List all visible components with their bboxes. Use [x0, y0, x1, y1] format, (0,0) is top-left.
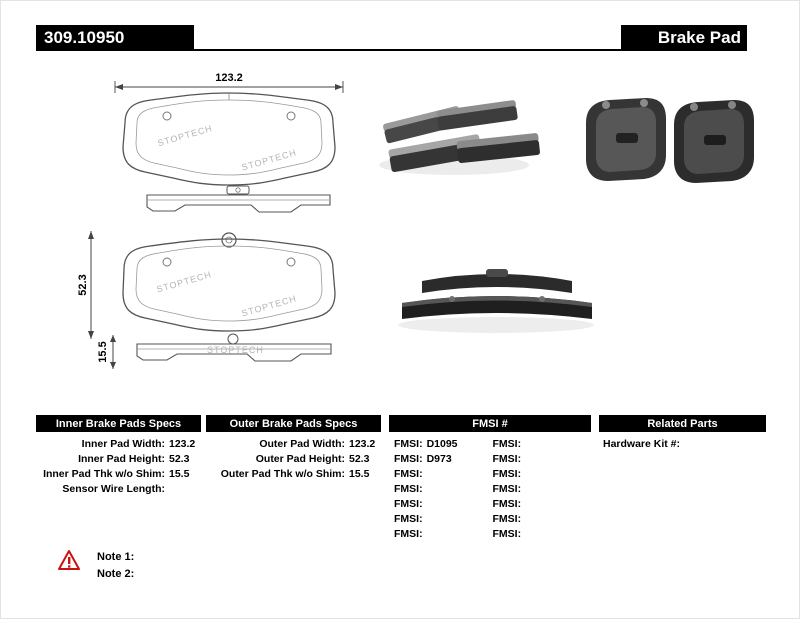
watermark-text: STOPTECH: [240, 147, 297, 172]
fmsi-value: D1095: [426, 438, 458, 450]
watermark-text: STOPTECH: [156, 123, 213, 148]
spec-value: 123.2: [169, 438, 196, 450]
fmsi-cell: FMSI:: [394, 512, 493, 527]
watermark-text: STOPTECH: [207, 345, 264, 355]
spec-row: Outer Pad Thk w/o Shim: 15.5: [206, 467, 381, 482]
spec-label: Sensor Wire Length:: [62, 483, 165, 495]
width-dimension: 123.2: [114, 72, 344, 93]
page-title: Brake Pad: [621, 25, 747, 51]
spec-value: 15.5: [349, 468, 370, 480]
note-2: Note 2:: [97, 568, 135, 580]
spec-value: 123.2: [349, 438, 376, 450]
fmsi-cell: FMSI:: [394, 497, 493, 512]
spec-label: Outer Pad Height:: [255, 453, 345, 465]
related-parts-header: Related Parts: [599, 415, 766, 432]
fmsi-label: FMSI:: [492, 453, 522, 465]
inner-specs-column: Inner Brake Pads Specs Inner Pad Width: …: [36, 415, 201, 497]
outer-specs-column: Outer Brake Pads Specs Outer Pad Width: …: [206, 415, 381, 482]
spec-row: Inner Pad Width: 123.2: [36, 437, 201, 452]
spec-value: 52.3: [169, 453, 190, 465]
spec-label: Outer Pad Thk w/o Shim:: [220, 468, 345, 480]
fmsi-cell: FMSI:: [493, 512, 592, 527]
fmsi-cell: FMSI:: [493, 482, 592, 497]
spec-label: Inner Pad Thk w/o Shim:: [43, 468, 165, 480]
fmsi-cell: FMSI:: [493, 527, 592, 542]
spec-label: Inner Pad Height:: [78, 453, 165, 465]
width-dim-label: 123.2: [215, 72, 243, 84]
fmsi-cell: FMSI:: [493, 497, 592, 512]
height-dimension: 52.3: [77, 231, 94, 339]
fmsi-label: FMSI:: [394, 528, 423, 540]
fmsi-label: FMSI:: [492, 528, 522, 540]
pad-edge-drawing-top: [146, 185, 331, 213]
spec-row: Outer Pad Height: 52.3: [206, 452, 381, 467]
note-lines: Note 1: Note 2:: [97, 549, 134, 583]
inner-specs-header: Inner Brake Pads Specs: [36, 415, 201, 432]
fmsi-cell: FMSI:: [493, 467, 592, 482]
fmsi-label: FMSI:: [394, 513, 423, 525]
watermark-text: STOPTECH: [155, 269, 212, 294]
fmsi-label: FMSI:: [492, 498, 522, 510]
fmsi-label: FMSI:: [492, 513, 522, 525]
fmsi-column: FMSI # FMSI:D1095 FMSI: FMSI:D973 FMSI: …: [389, 415, 591, 542]
spec-value: 15.5: [169, 468, 190, 480]
fmsi-rows: FMSI:D1095 FMSI: FMSI:D973 FMSI: FMSI: F…: [389, 432, 591, 542]
fmsi-cell: FMSI:D1095: [394, 437, 493, 452]
fmsi-row: FMSI: FMSI:: [389, 497, 591, 512]
fmsi-label: FMSI:: [394, 498, 423, 510]
fmsi-cell: FMSI:: [493, 452, 592, 467]
fmsi-label: FMSI:: [394, 438, 423, 450]
outer-specs-header: Outer Brake Pads Specs: [206, 415, 381, 432]
fmsi-label: FMSI:: [394, 453, 423, 465]
spec-row: Sensor Wire Length:: [36, 482, 201, 497]
inner-specs-rows: Inner Pad Width: 123.2 Inner Pad Height:…: [36, 432, 201, 497]
spec-value: 52.3: [349, 453, 370, 465]
spec-row: Inner Pad Height: 52.3: [36, 452, 201, 467]
pad-edge-drawing-bottom: STOPTECH: [136, 333, 332, 362]
fmsi-label: FMSI:: [492, 438, 522, 450]
fmsi-label: FMSI:: [394, 468, 423, 480]
spec-row: Inner Pad Thk w/o Shim: 15.5: [36, 467, 201, 482]
spec-row: Outer Pad Width: 123.2: [206, 437, 381, 452]
fmsi-label: FMSI:: [492, 483, 522, 495]
fmsi-header: FMSI #: [389, 415, 591, 432]
fmsi-cell: FMSI:: [394, 527, 493, 542]
fmsi-row: FMSI:D1095 FMSI:: [389, 437, 591, 452]
related-parts-rows: Hardware Kit #:: [599, 432, 766, 452]
fmsi-row: FMSI: FMSI:: [389, 527, 591, 542]
fmsi-label: FMSI:: [394, 483, 423, 495]
fmsi-row: FMSI:D973 FMSI:: [389, 452, 591, 467]
header-rule: [36, 49, 747, 51]
thickness-dim-label: 15.5: [97, 341, 109, 362]
pad-front-drawing: STOPTECH STOPTECH: [122, 92, 336, 186]
spec-value: [165, 482, 201, 497]
notes-section: Note 1: Note 2:: [57, 549, 134, 583]
fmsi-label: FMSI:: [492, 468, 522, 480]
spec-label: Outer Pad Width:: [259, 438, 345, 450]
fmsi-cell: FMSI:: [394, 482, 493, 497]
warning-icon: [58, 550, 80, 570]
fmsi-cell: FMSI:: [394, 467, 493, 482]
watermark-text: STOPTECH: [240, 293, 297, 318]
fmsi-row: FMSI: FMSI:: [389, 467, 591, 482]
pad-front-drawing-clip: STOPTECH STOPTECH: [122, 232, 336, 332]
spec-label: Inner Pad Width:: [81, 438, 165, 450]
related-label: Hardware Kit #:: [603, 438, 681, 450]
note-1: Note 1:: [97, 551, 135, 563]
fmsi-cell: FMSI:: [493, 437, 592, 452]
fmsi-value: D973: [426, 453, 452, 465]
fmsi-cell: FMSI:D973: [394, 452, 493, 467]
related-parts-column: Related Parts Hardware Kit #:: [599, 415, 766, 452]
outer-specs-rows: Outer Pad Width: 123.2 Outer Pad Height:…: [206, 432, 381, 482]
product-photo-rear: [586, 98, 754, 183]
related-row: Hardware Kit #:: [599, 437, 766, 452]
part-number: 309.10950: [36, 25, 194, 51]
product-photo-stacked: [398, 269, 594, 333]
fmsi-row: FMSI: FMSI:: [389, 482, 591, 497]
height-dim-label: 52.3: [77, 274, 89, 295]
fmsi-row: FMSI: FMSI:: [389, 512, 591, 527]
thickness-dimension: 15.5: [97, 335, 116, 369]
product-photo-angled: [379, 100, 540, 175]
